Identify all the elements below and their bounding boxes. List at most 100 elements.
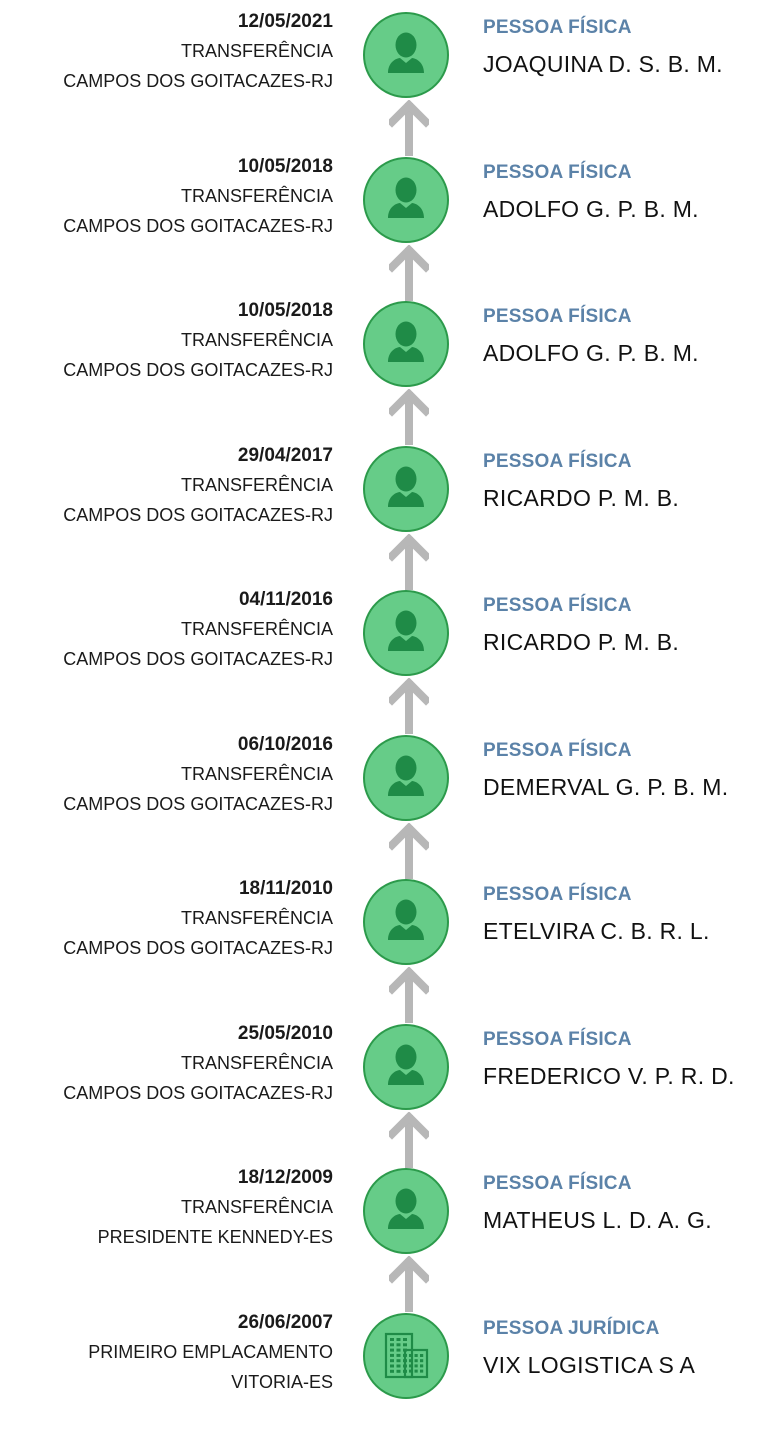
event-type: TRANSFERÊNCIA [180,908,333,928]
owner-node [363,590,449,676]
owner-name: JOAQUINA D. S. B. M. [483,51,723,77]
owner-details: PESSOA FÍSICA RICARDO P. M. B. [483,450,773,512]
event-type: TRANSFERÊNCIA [180,1052,333,1073]
event-city: CAMPOS DOS GOITACAZES-RJ [63,938,333,958]
owner-details: PESSOA FÍSICA DEMERVAL G. P. B. M. [483,739,773,801]
event-date: 10/05/2018 [237,155,333,177]
owner-name: RICARDO P. M. B. [483,484,680,511]
connector-arrow-icon [386,243,432,301]
owner-type: PESSOA FÍSICA [483,884,632,905]
event-date: 29/04/2017 [237,444,333,466]
owner-type: PESSOA FÍSICA [483,1173,632,1194]
connector-arrow-icon [386,677,432,734]
event-date: 12/05/2021 [237,11,333,32]
owner-details: PESSOA FÍSICA MATHEUS L. D. A. G. [483,1172,773,1234]
event-city: VITORIA-ES [231,1371,333,1392]
owner-name: ADOLFO G. P. B. M. [483,195,699,222]
connector-arrow-icon [386,532,432,590]
event-type: TRANSFERÊNCIA [180,619,333,639]
connector-arrow-icon [386,1255,432,1312]
owner-details: PESSOA FÍSICA JOAQUINA D. S. B. M. [483,16,773,78]
owner-node [363,1023,449,1110]
owner-type: PESSOA FÍSICA [483,17,632,38]
owner-name: ADOLFO G. P. B. M. [483,340,699,366]
owner-node [363,301,449,387]
event-type: TRANSFERÊNCIA [180,763,333,784]
owner-name: MATHEUS L. D. A. G. [483,1207,712,1233]
owner-type: PESSOA FÍSICA [483,739,632,761]
event-type: TRANSFERÊNCIA [180,1197,333,1217]
event-date: 26/06/2007 [237,1311,333,1333]
owner-type: PESSOA JURÍDICA [483,1317,660,1339]
connector-arrow-icon [386,821,432,879]
event-date: 18/11/2010 [238,878,333,899]
owner-node [363,879,449,965]
owner-node [363,734,449,821]
event-city: CAMPOS DOS GOITACAZES-RJ [63,649,333,669]
event-type: PRIMEIRO EMPLACAMENTO [88,1341,333,1362]
event-city: CAMPOS DOS GOITACAZES-RJ [63,793,333,814]
owner-details: PESSOA FÍSICA ETELVIRA C. B. R. L. [483,883,773,945]
owner-details: PESSOA FÍSICA ADOLFO G. P. B. M. [483,161,773,223]
connector-arrow-icon [386,966,432,1023]
owner-type: PESSOA FÍSICA [483,1028,632,1050]
owner-node [363,12,449,98]
event-city: CAMPOS DOS GOITACAZES-RJ [63,1082,333,1103]
event-date: 06/10/2016 [237,733,333,755]
event-type: TRANSFERÊNCIA [180,41,333,61]
owner-name: FREDERICO V. P. R. D. [483,1062,735,1089]
event-date: 10/05/2018 [237,300,333,321]
owner-name: ETELVIRA C. B. R. L. [483,918,710,944]
event-date: 04/11/2016 [238,589,333,610]
event-city: PRESIDENTE KENNEDY-ES [97,1227,333,1247]
owner-node [363,156,449,243]
owner-details: PESSOA JURÍDICA VIX LOGISTICA S A [483,1317,773,1379]
connector-arrow-icon [386,99,432,156]
owner-name: DEMERVAL G. P. B. M. [483,773,729,800]
owner-details: PESSOA FÍSICA ADOLFO G. P. B. M. [483,305,773,367]
event-city: CAMPOS DOS GOITACAZES-RJ [63,504,333,525]
owner-type: PESSOA FÍSICA [483,450,632,472]
event-type: TRANSFERÊNCIA [180,185,333,206]
event-date: 25/05/2010 [237,1022,333,1044]
owner-details: PESSOA FÍSICA FREDERICO V. P. R. D. [483,1028,773,1090]
event-city: CAMPOS DOS GOITACAZES-RJ [63,360,333,380]
event-date: 18/12/2009 [237,1167,333,1188]
event-city: CAMPOS DOS GOITACAZES-RJ [63,215,333,236]
company-node [363,1312,449,1399]
owner-name: VIX LOGISTICA S A [483,1351,696,1378]
event-type: TRANSFERÊNCIA [180,330,333,350]
connector-arrow-icon [386,1110,432,1168]
event-type: TRANSFERÊNCIA [180,474,333,495]
owner-type: PESSOA FÍSICA [483,595,632,616]
connector-arrow-icon [386,388,432,445]
owner-node [363,445,449,532]
owner-type: PESSOA FÍSICA [483,161,632,183]
owner-type: PESSOA FÍSICA [483,306,632,327]
owner-name: RICARDO P. M. B. [483,629,680,655]
event-city: CAMPOS DOS GOITACAZES-RJ [63,71,333,91]
owner-details: PESSOA FÍSICA RICARDO P. M. B. [483,594,773,656]
owner-node [363,1168,449,1254]
